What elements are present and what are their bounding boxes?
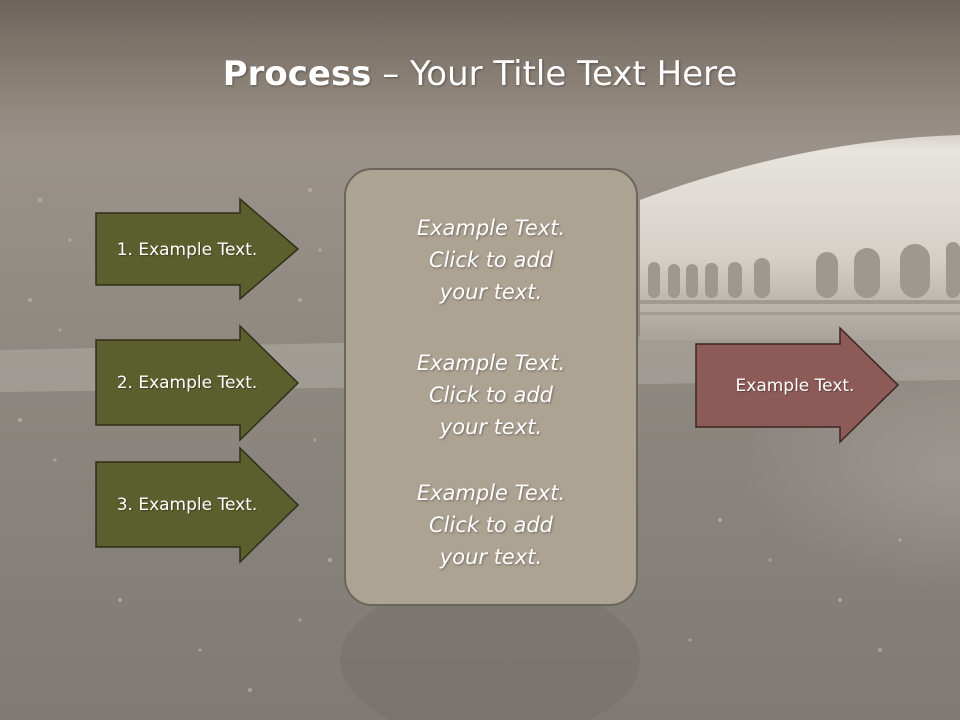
center-item-1-line3: your text. — [439, 280, 543, 304]
center-item-1[interactable]: Example Text. Click to add your text. — [346, 212, 636, 308]
center-item-2-line3: your text. — [439, 415, 543, 439]
center-item-2[interactable]: Example Text. Click to add your text. — [346, 347, 636, 443]
center-item-3-line1: Example Text. — [416, 481, 566, 505]
title-rest: – Your Title Text Here — [371, 54, 738, 94]
left-arrow-1-label: 1. Example Text. — [116, 240, 258, 260]
title-bold: Process — [222, 54, 372, 94]
center-process-box[interactable]: Example Text. Click to add your text. Ex… — [344, 168, 638, 606]
left-arrow-2-label: 2. Example Text. — [116, 373, 258, 393]
center-item-1-line2: Click to add — [428, 248, 553, 272]
center-item-3-line2: Click to add — [428, 513, 553, 537]
title-band — [0, 0, 960, 150]
center-item-2-line1: Example Text. — [416, 351, 566, 375]
left-arrow-3-label: 3. Example Text. — [116, 495, 258, 515]
center-item-1-line1: Example Text. — [416, 216, 566, 240]
right-output-arrow[interactable] — [695, 326, 900, 445]
left-arrow-3[interactable] — [95, 446, 300, 564]
center-item-2-line2: Click to add — [428, 383, 553, 407]
left-arrow-2[interactable] — [95, 324, 300, 442]
page-title: Process – Your Title Text Here — [0, 52, 960, 96]
center-item-3-line3: your text. — [439, 545, 543, 569]
right-output-arrow-label: Example Text. — [735, 375, 855, 396]
left-arrow-1[interactable] — [95, 197, 300, 301]
center-item-3[interactable]: Example Text. Click to add your text. — [346, 477, 636, 573]
